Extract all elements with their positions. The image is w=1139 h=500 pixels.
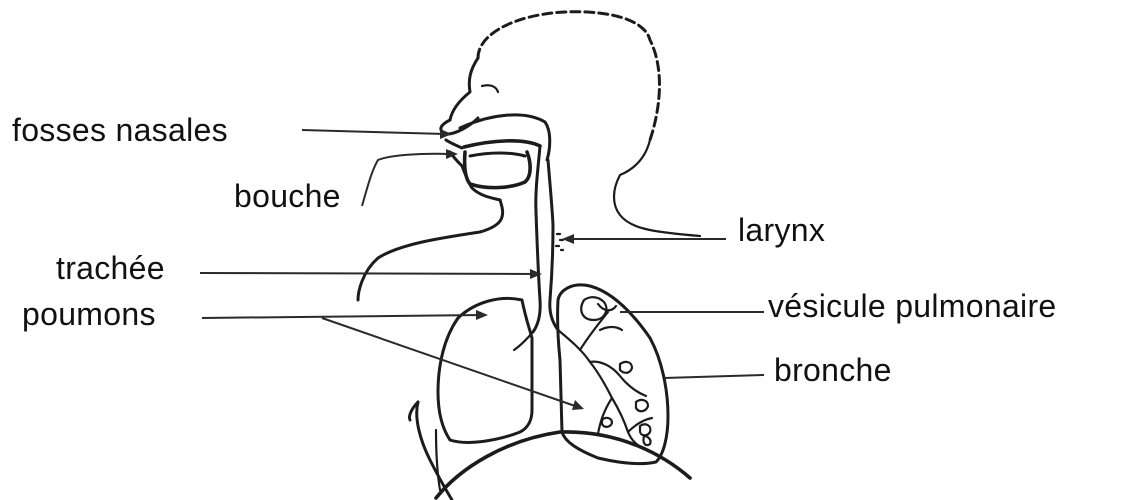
label-poumons: poumons	[22, 298, 156, 330]
label-trachee: trachée	[56, 252, 165, 284]
torso-outline	[409, 402, 690, 500]
label-larynx: larynx	[738, 214, 825, 246]
left-lung	[438, 298, 533, 442]
pointer-lines	[200, 129, 764, 410]
label-fosses-nasales: fosses nasales	[12, 114, 228, 146]
label-bronche: bronche	[774, 354, 892, 386]
label-bouche: bouche	[234, 180, 341, 212]
label-vesicule-pulmonaire: vésicule pulmonaire	[768, 290, 1057, 322]
